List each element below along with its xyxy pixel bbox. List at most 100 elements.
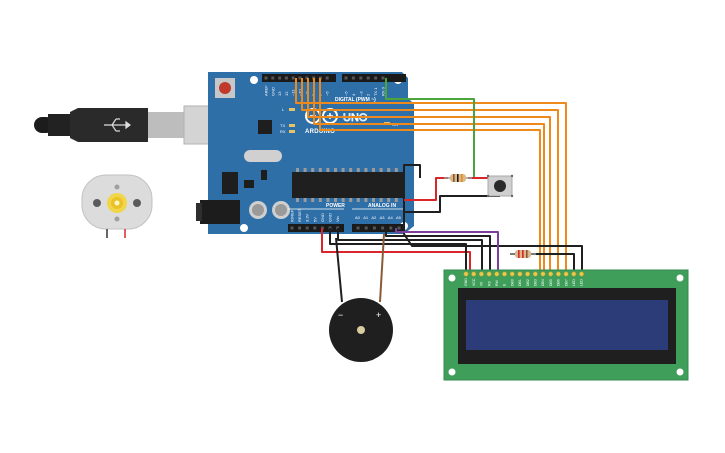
top-pin-label: 12: [284, 91, 289, 96]
wire-pin8-lcd: [319, 78, 541, 272]
wire-gnd-lcd: [329, 228, 467, 272]
lcd-pin-label: DB4: [541, 279, 545, 286]
chip-pin: [334, 168, 337, 172]
header-hole: [397, 226, 401, 230]
analog-pin-label: A5: [396, 215, 402, 220]
power-pin-label: 3.3V: [305, 213, 310, 222]
lcd-screen: [466, 300, 668, 350]
top-pin-label: RX 0: [381, 86, 386, 96]
digital-pwm-label: DIGITAL (PWM ~): [335, 97, 376, 103]
lcd-pin-label: LED: [572, 279, 576, 286]
top-pin-header: [262, 74, 406, 82]
lcd-pin: [571, 271, 577, 277]
analog-pin-label: A2: [371, 215, 377, 220]
power-label: POWER: [326, 203, 345, 209]
wire-gnd-lcd-rw: [337, 228, 483, 272]
top-pin-label: ~9: [304, 91, 309, 96]
analog-pin-label: A4: [388, 215, 394, 220]
header-hole: [284, 76, 288, 80]
lcd-pin: [478, 271, 484, 277]
wire-a4-lcd: [385, 228, 491, 272]
lcd-pin-label: DB1: [518, 279, 522, 286]
top-pin-label: TX 1: [373, 87, 378, 96]
chip-pin: [311, 198, 315, 202]
tx-led-label: TX: [280, 123, 285, 128]
lcd-pin: [471, 271, 477, 277]
wire-pin10-lcd: [307, 78, 551, 272]
power-pin-label: GND: [328, 213, 333, 222]
push-button[interactable]: [486, 174, 514, 198]
chip-pin: [372, 168, 375, 172]
analog-pin-label: A3: [380, 215, 386, 220]
lcd-pin: [517, 271, 523, 277]
capacitor-2: [272, 201, 290, 219]
lcd-pin: [548, 271, 554, 277]
header-hole: [374, 76, 378, 80]
wire-pin12-lcd: [295, 78, 567, 272]
header-hole: [271, 76, 275, 80]
header-hole: [344, 76, 348, 80]
top-pin-label: 4: [351, 93, 356, 96]
lcd-pin-label: DB0: [510, 279, 514, 286]
chip-pin: [296, 168, 299, 172]
header-hole: [305, 226, 309, 230]
buzzer-minus-label: −: [338, 310, 343, 320]
power-pin-label: GND: [320, 213, 325, 222]
lcd-pin-label: GND: [464, 278, 468, 286]
chip-pin: [364, 198, 368, 202]
chip-pin: [394, 168, 398, 172]
lcd-pin: [555, 271, 561, 277]
lcd-pin: [540, 271, 546, 277]
lcd-pin: [563, 271, 569, 277]
lcd-pin-label: DB5: [549, 279, 553, 286]
header-hole: [381, 226, 385, 230]
capacitor-1: [249, 201, 267, 219]
wire-5v-lcd: [321, 228, 471, 272]
header-hole: [264, 76, 268, 80]
top-pin-label: ~11: [291, 89, 296, 96]
header-hole: [389, 226, 393, 230]
header-hole: [298, 76, 302, 80]
header-hole: [290, 226, 294, 230]
piezo-buzzer: − +: [329, 298, 393, 362]
top-pin-label: ~5: [344, 91, 349, 96]
analog-pin-label: A1: [363, 215, 369, 220]
chip-pin: [364, 168, 368, 172]
power-pin-label: Vin: [335, 216, 340, 222]
chip-pin: [326, 198, 330, 202]
header-hole: [366, 76, 370, 80]
chip-pin: [379, 168, 383, 172]
chip-pin: [318, 198, 322, 202]
lcd-pin-label: DB2: [526, 279, 530, 286]
header-hole: [372, 226, 376, 230]
header-hole: [291, 76, 295, 80]
wire-gnd-lcd-right: [403, 164, 583, 272]
top-pin-label: GND: [270, 87, 275, 96]
wire-pin11-lcd: [301, 78, 559, 272]
wires: [295, 78, 583, 303]
wire-gnd-button: [404, 195, 500, 213]
chip-pin: [349, 168, 353, 172]
arduino-brand-label: ARDUINO: [305, 129, 335, 135]
analog-pin-label: A0: [355, 215, 361, 220]
buzzer-plus-label: +: [376, 310, 381, 320]
chip-pin: [372, 198, 375, 202]
wire-5v-resistor: [404, 177, 448, 201]
chip-pin: [387, 198, 391, 202]
lcd-pin: [494, 271, 500, 277]
lcd-pin-label: DB3: [534, 279, 538, 286]
top-pin-label: AREF: [264, 85, 269, 96]
header-hole: [356, 226, 360, 230]
reset-button[interactable]: [215, 78, 235, 98]
lcd-pin-label: V0: [480, 282, 484, 286]
usb-symbol-icon: [104, 118, 131, 132]
header-hole: [381, 76, 385, 80]
wire-buzzer-negative: [335, 237, 343, 303]
lcd-pin: [463, 271, 469, 277]
chip-pin: [394, 198, 398, 202]
chip-pin: [334, 198, 337, 202]
